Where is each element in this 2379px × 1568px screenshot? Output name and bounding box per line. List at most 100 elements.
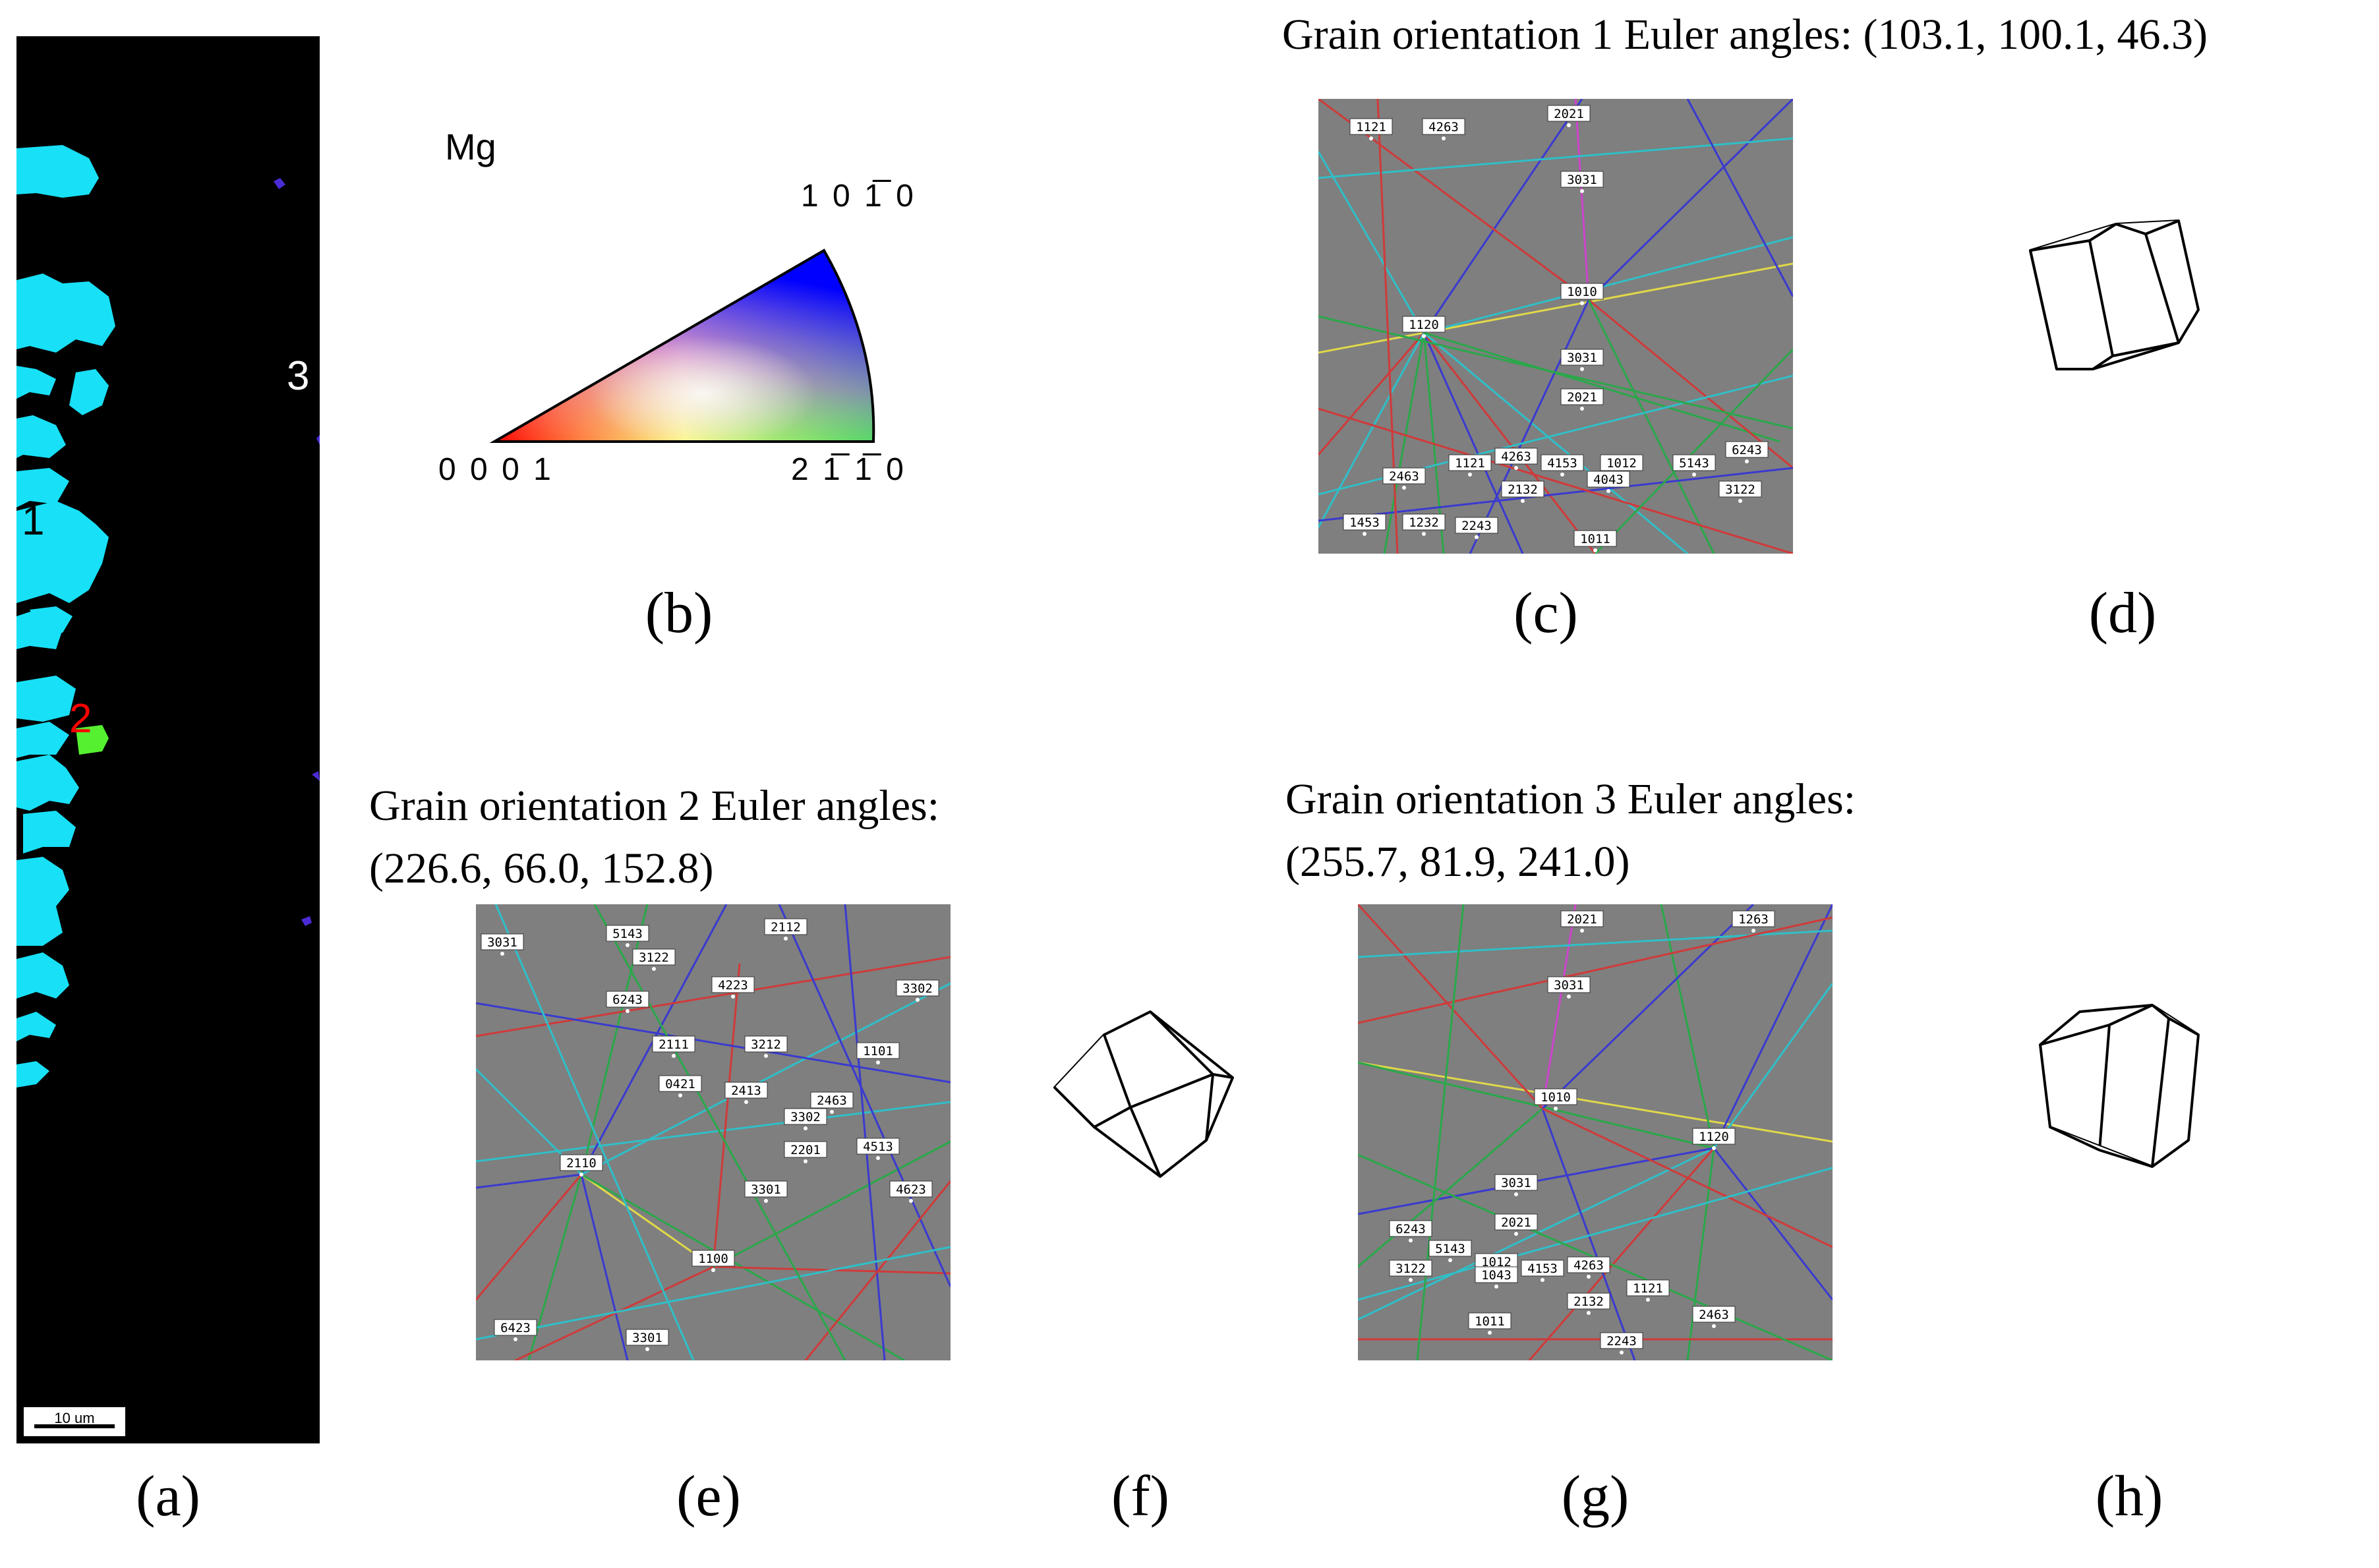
pole-label-text-c-10: 4153 [1547,456,1577,471]
pole-label-text-g-18: 2243 [1606,1334,1637,1349]
title-grain-2-line2: (226.6, 66.0, 152.8) [369,844,714,892]
pole-label-c-1: 4263 [1422,118,1465,140]
pole-label-text-g-14: 1121 [1633,1281,1663,1296]
pole-label-text-e-1: 5143 [612,927,643,941]
pole-label-g-14: 1121 [1626,1279,1670,1302]
title-grain-1: Grain orientation 1 Euler angles: (103.1… [1282,11,2208,59]
pole-label-text-e-21: 3301 [632,1331,662,1345]
pole-label-c-3: 3031 [1560,171,1604,193]
scale-bar-label: 10 um [54,1410,95,1426]
element-label: Mg [445,126,496,167]
grain-shapes [16,145,320,1088]
title-grain-3-line1: Grain orientation 3 Euler angles: [1285,775,1856,823]
panel-letter-a: (a) [136,1465,200,1528]
pole-label-c-20: 2243 [1455,517,1498,539]
pole-label-c-11: 1012 [1600,454,1643,477]
hcp-crystal-h [2039,1004,2200,1168]
pole-label-e-20: 6423 [494,1319,537,1341]
pole-label-e-2: 2112 [764,918,808,941]
title-grain-3-line2: (255.7, 81.9, 241.0) [1285,838,1630,886]
pole-label-e-0: 3031 [481,933,524,956]
pole-label-c-21: 1011 [1573,530,1617,552]
pole-label-g-16: 2463 [1692,1306,1736,1328]
panel-letter-g: (g) [1561,1465,1630,1528]
pole-label-e-21: 3301 [626,1329,669,1351]
pole-label-text-c-4: 1010 [1567,285,1597,299]
pole-label-text-c-12: 5143 [1679,456,1709,471]
pole-label-g-15: 2132 [1567,1292,1610,1315]
pole-label-text-e-17: 3301 [751,1182,781,1197]
pole-label-e-15: 2201 [784,1141,827,1163]
pole-label-c-19: 1232 [1402,513,1446,536]
pole-label-text-e-6: 6243 [612,993,643,1007]
pole-label-text-e-0: 3031 [487,935,517,950]
pole-label-text-e-9: 1101 [863,1044,893,1059]
pole-label-text-g-1: 1263 [1738,912,1769,927]
pole-label-text-g-10: 1012 [1481,1255,1512,1269]
pole-label-text-e-14: 2110 [566,1156,597,1171]
pole-label-g-8: 5143 [1428,1240,1472,1262]
grain-label-1: 1 [22,498,45,544]
pole-label-text-e-2: 2112 [771,920,801,935]
pole-label-text-e-13: 3302 [790,1110,821,1124]
pole-label-e-5: 3302 [896,979,939,1002]
pole-label-g-2: 3031 [1547,976,1591,999]
pole-label-c-15: 2132 [1501,480,1544,503]
pole-label-text-e-12: 2463 [817,1093,847,1108]
pole-label-text-e-4: 4223 [718,978,748,993]
pole-label-text-g-15: 2132 [1573,1294,1604,1309]
pole-label-text-c-3: 3031 [1567,173,1597,187]
pole-label-c-2: 2021 [1547,105,1591,127]
scale-bar: 10 um [22,1405,127,1438]
pole-label-c-10: 4153 [1541,454,1584,477]
pole-label-g-0: 2021 [1560,910,1604,933]
pole-label-e-17: 3301 [744,1180,788,1203]
ebsd-orientation-map: 1 2 3 10 um [16,36,320,1443]
pole-label-e-18: 4623 [889,1180,933,1203]
pole-label-g-1: 1263 [1732,910,1775,933]
pole-label-text-c-16: 4043 [1593,473,1624,487]
pole-label-text-c-6: 3031 [1567,351,1597,365]
pole-label-text-c-0: 1121 [1356,120,1386,134]
pole-label-text-g-16: 2463 [1699,1308,1729,1322]
pole-label-text-g-11: 1043 [1481,1268,1512,1283]
pole-label-c-13: 6243 [1725,441,1769,463]
panel-letter-h: (h) [2095,1465,2163,1528]
pole-label-g-3: 1010 [1534,1088,1577,1111]
pole-label-c-6: 3031 [1560,349,1604,371]
pole-label-text-c-5: 1120 [1409,318,1439,332]
panel-letter-e: (e) [676,1465,741,1528]
ipf-label-left: 0 0 0 1 [438,452,554,487]
panel-letter-d: (d) [2088,581,2157,645]
pole-label-g-17: 1011 [1468,1312,1512,1335]
pole-label-c-9: 1121 [1448,454,1492,477]
ipf-color-triangle [489,248,875,443]
pole-label-c-5: 1120 [1402,316,1446,338]
pole-label-text-c-21: 1011 [1580,532,1610,546]
pole-label-text-c-13: 6243 [1732,443,1762,457]
pole-label-text-c-14: 2463 [1389,469,1419,484]
pole-label-text-g-2: 3031 [1554,978,1584,993]
pole-label-text-c-7: 2021 [1567,390,1597,405]
pole-label-e-11: 2413 [724,1082,768,1104]
pole-label-text-e-8: 3212 [751,1037,781,1052]
pole-label-text-g-3: 1010 [1541,1090,1571,1105]
hcp-crystal-f [1053,1010,1234,1178]
pole-label-g-9: 3122 [1389,1260,1432,1282]
ipf-label-top: 1 0 1̅ 0 [801,179,916,214]
pole-label-text-c-1: 4263 [1428,120,1459,134]
pole-label-text-c-2: 2021 [1554,107,1584,121]
pole-label-text-c-9: 1121 [1455,456,1485,471]
pole-label-e-4: 4223 [711,976,755,999]
pole-label-text-e-10: 0421 [665,1077,695,1091]
ipf-label-right: 2 1̅ 1̅ 0 [791,452,906,487]
pole-label-e-7: 2111 [652,1035,695,1058]
pole-label-text-e-16: 4513 [863,1140,893,1154]
grain-label-2: 2 [69,696,92,741]
scale-bar-line [34,1424,115,1428]
pole-label-text-g-0: 2021 [1567,912,1597,927]
